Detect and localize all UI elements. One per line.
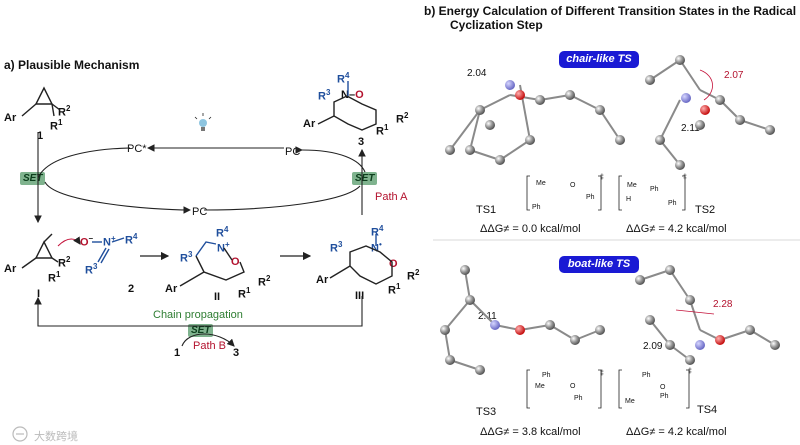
path-b-label: Path B: [193, 340, 227, 352]
chain-propagation-loop: [34, 296, 363, 347]
watermark-text: 大数跨境: [34, 431, 78, 443]
r2-label-II: R2: [258, 274, 271, 289]
ts1-inset-o: O: [570, 182, 576, 189]
pc-label: PC: [285, 146, 301, 158]
ts2-inset-h: H: [626, 196, 632, 203]
path-a-label: Path A: [375, 191, 408, 203]
ts1-inset-ph1: Ph: [532, 204, 541, 211]
r3-label-2: R3: [85, 262, 98, 277]
r1-label-3: R1: [376, 123, 389, 138]
ts3-inset-ddagger: ‡: [600, 370, 604, 377]
set-badge-bottom: SET: [188, 324, 214, 337]
r2-label-1: R2: [58, 104, 71, 119]
panel-a-title: a) Plausible Mechanism: [4, 58, 140, 72]
ts1-label: TS1: [476, 204, 497, 216]
chain-in-label: 1: [174, 347, 181, 359]
r1-label-III: R1: [388, 282, 401, 297]
r4-label-2: R4: [125, 232, 138, 247]
r3-label-II: R3: [180, 250, 193, 265]
ts-inset-brackets: [526, 175, 690, 409]
ts4-energy: ΔΔG≠ = 4.2 kcal/mol: [626, 426, 727, 438]
panel-b-title-line1: b) Energy Calculation of Different Trans…: [424, 4, 797, 18]
r1-label-II: R1: [238, 286, 251, 301]
intermediate-II-label: II: [214, 291, 221, 303]
r1-label-1: R1: [50, 118, 63, 133]
ts4-distance: 2.09: [643, 341, 663, 352]
intermediate-III-label: III: [355, 290, 365, 302]
r3-label-3: R3: [318, 88, 331, 103]
ts2-inset-ph2: Ph: [668, 200, 677, 207]
o-label-II: O: [231, 256, 240, 268]
n-label-III: N•: [371, 240, 382, 255]
chain-out-label: 3: [233, 347, 240, 359]
ts1-energy: ΔΔG≠ = 0.0 kcal/mol: [480, 223, 581, 235]
ts4-inset-ph1: Ph: [642, 372, 651, 379]
ts2-molecule-icon: [645, 55, 775, 170]
r4-label-II: R4: [216, 225, 229, 240]
ts1-inset-me: Me: [536, 180, 546, 187]
ts2-inset-me: Me: [627, 182, 637, 189]
ts1-inset-ddagger: ‡: [600, 174, 604, 181]
nitrone-o-label: O–: [80, 234, 94, 249]
ts1-inset-ph2: Ph: [586, 194, 595, 201]
panel-b-title-line2: Cyclization Step: [450, 18, 543, 32]
ar-label-1: Ar: [4, 112, 17, 124]
ts3-inset-me: Me: [535, 383, 545, 390]
ts1-molecule-icon: [445, 80, 625, 165]
ts2-inset-ddagger: ‡: [683, 174, 687, 181]
r2-label-III: R2: [407, 268, 420, 283]
o-label-III: O: [389, 258, 398, 270]
ts2-distance: 2.11: [681, 123, 700, 134]
ts3-inset-ph2: Ph: [574, 395, 583, 402]
r2-label-I: R2: [58, 255, 71, 270]
ar-label-III: Ar: [316, 274, 329, 286]
set-badge-left: SET: [20, 172, 46, 185]
r2-label-3: R2: [396, 111, 409, 126]
ts4-inset-ph2: Ph: [660, 393, 669, 400]
ts4-inset-ddagger: ‡: [688, 368, 692, 375]
ts2-energy: ΔΔG≠ = 4.2 kcal/mol: [626, 223, 727, 235]
ts4-label: TS4: [697, 404, 718, 416]
ts2-inset-ph1: Ph: [650, 186, 659, 193]
ts3-label: TS3: [476, 406, 497, 418]
ts3-molecule-icon: [440, 265, 605, 375]
chair-like-ts-badge: chair-like TS: [559, 51, 639, 68]
ts3-inset-ph1: Ph: [542, 372, 551, 379]
ts2-red-distance: 2.07: [724, 70, 744, 81]
nitrone-n-label: N+: [103, 234, 116, 249]
ar-label-I: Ar: [4, 263, 17, 275]
ts3-inset-o: O: [570, 383, 576, 390]
ts1-distance: 2.04: [467, 68, 487, 79]
cyclopropane-1: [21, 86, 61, 117]
r1-label-I: R1: [48, 270, 61, 285]
chain-propagation-label: Chain propagation: [153, 309, 243, 321]
compound-1-label: 1: [37, 130, 44, 142]
intermediate-I-structure: [21, 233, 81, 269]
r4-label-3: R4: [337, 71, 350, 86]
ts3-energy: ΔΔG≠ = 3.8 kcal/mol: [480, 426, 581, 438]
ar-label-II: Ar: [165, 283, 178, 295]
ar-label-3: Ar: [303, 118, 316, 130]
watermark-logo-icon: [12, 426, 28, 442]
boat-like-ts-badge: boat-like TS: [559, 256, 639, 273]
n-label-II: N+: [217, 240, 230, 255]
set-badge-right: SET: [352, 172, 378, 185]
ts3-distance: 2.11: [478, 311, 497, 322]
r4-label-III: R4: [371, 224, 384, 239]
n-o-label-3: N–O: [341, 89, 364, 101]
ts4-inset-o: O: [660, 384, 666, 391]
ts4-red-distance: 2.28: [713, 299, 733, 310]
compound-3-label: 3: [358, 136, 365, 148]
ts4-inset-me: Me: [625, 398, 635, 405]
r3-label-III: R3: [330, 240, 343, 255]
intermediate-I-label: I: [37, 288, 41, 300]
light-bulb-icon: [194, 113, 212, 131]
pc-radical-anion-label: PC: [192, 206, 208, 218]
compound-2-label: 2: [128, 283, 135, 295]
pc-excited-label: PC*: [127, 143, 147, 155]
ts2-label: TS2: [695, 204, 716, 216]
